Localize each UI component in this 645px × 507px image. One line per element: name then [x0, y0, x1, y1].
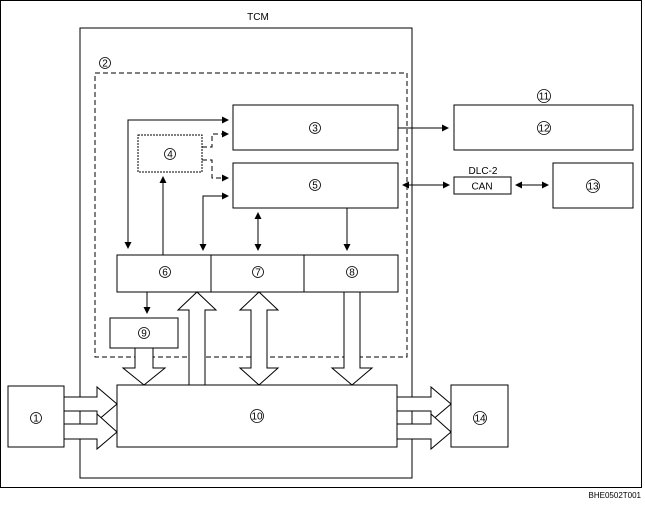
block-arrow-9-to-10	[121, 347, 167, 386]
dashed-4-to-5	[202, 159, 229, 182]
block-arrow-10-to-14-lower	[396, 412, 452, 451]
dashed-4-to-3	[202, 130, 229, 148]
tcm-label: TCM	[247, 12, 269, 23]
label-3: 3	[309, 122, 321, 135]
svg-text:1: 1	[33, 414, 39, 425]
label-6: 6	[159, 266, 171, 279]
block-arrow-8-to-10	[330, 291, 374, 386]
svg-text:12: 12	[538, 124, 550, 135]
label-14: 14	[473, 411, 487, 425]
svg-text:3: 3	[312, 124, 318, 135]
can-label: CAN	[471, 182, 492, 193]
svg-text:6: 6	[162, 268, 168, 279]
label-7: 7	[252, 266, 264, 279]
label-1: 1	[30, 412, 42, 425]
svg-text:10: 10	[251, 412, 263, 423]
block-8	[303, 254, 399, 293]
dlc-label: DLC-2	[469, 166, 498, 177]
block-12	[453, 104, 634, 151]
svg-text:14: 14	[474, 414, 486, 425]
arrow-6-to-3	[124, 116, 229, 249]
block-1	[7, 385, 65, 448]
label-13: 13	[586, 179, 600, 193]
block-arrow-10-to-14-upper	[396, 385, 452, 423]
svg-text:11: 11	[539, 92, 550, 103]
block-arrow-1-to-10-lower	[63, 412, 118, 451]
svg-text:7: 7	[255, 268, 261, 279]
block-14	[450, 384, 509, 448]
label-8: 8	[346, 266, 358, 279]
block-arrow-7-to-10	[238, 291, 280, 386]
block-5	[232, 162, 399, 209]
block-arrow-10-to-6	[176, 291, 218, 386]
svg-text:5: 5	[312, 181, 318, 192]
svg-text:9: 9	[141, 329, 147, 340]
label-11: 11	[537, 89, 551, 103]
label-5: 5	[309, 179, 321, 192]
svg-text:4: 4	[167, 150, 173, 161]
block-7	[210, 254, 305, 293]
tcm-box	[79, 27, 413, 479]
label-9: 9	[138, 327, 150, 340]
outer-frame	[0, 0, 642, 488]
svg-text:8: 8	[349, 268, 355, 279]
label-2: 2	[99, 57, 111, 70]
label-12: 12	[537, 121, 551, 135]
figure-code: BHE0502T001	[589, 491, 642, 500]
block-13	[552, 162, 634, 209]
svg-text:13: 13	[587, 182, 599, 193]
block-10	[116, 384, 398, 448]
label-10: 10	[250, 409, 264, 423]
svg-text:2: 2	[102, 59, 108, 70]
arrow-6-to-5	[199, 192, 229, 251]
block-arrow-1-to-10-upper	[63, 385, 118, 423]
can-box	[453, 176, 512, 195]
block-6	[116, 254, 212, 293]
block-3	[232, 104, 399, 151]
